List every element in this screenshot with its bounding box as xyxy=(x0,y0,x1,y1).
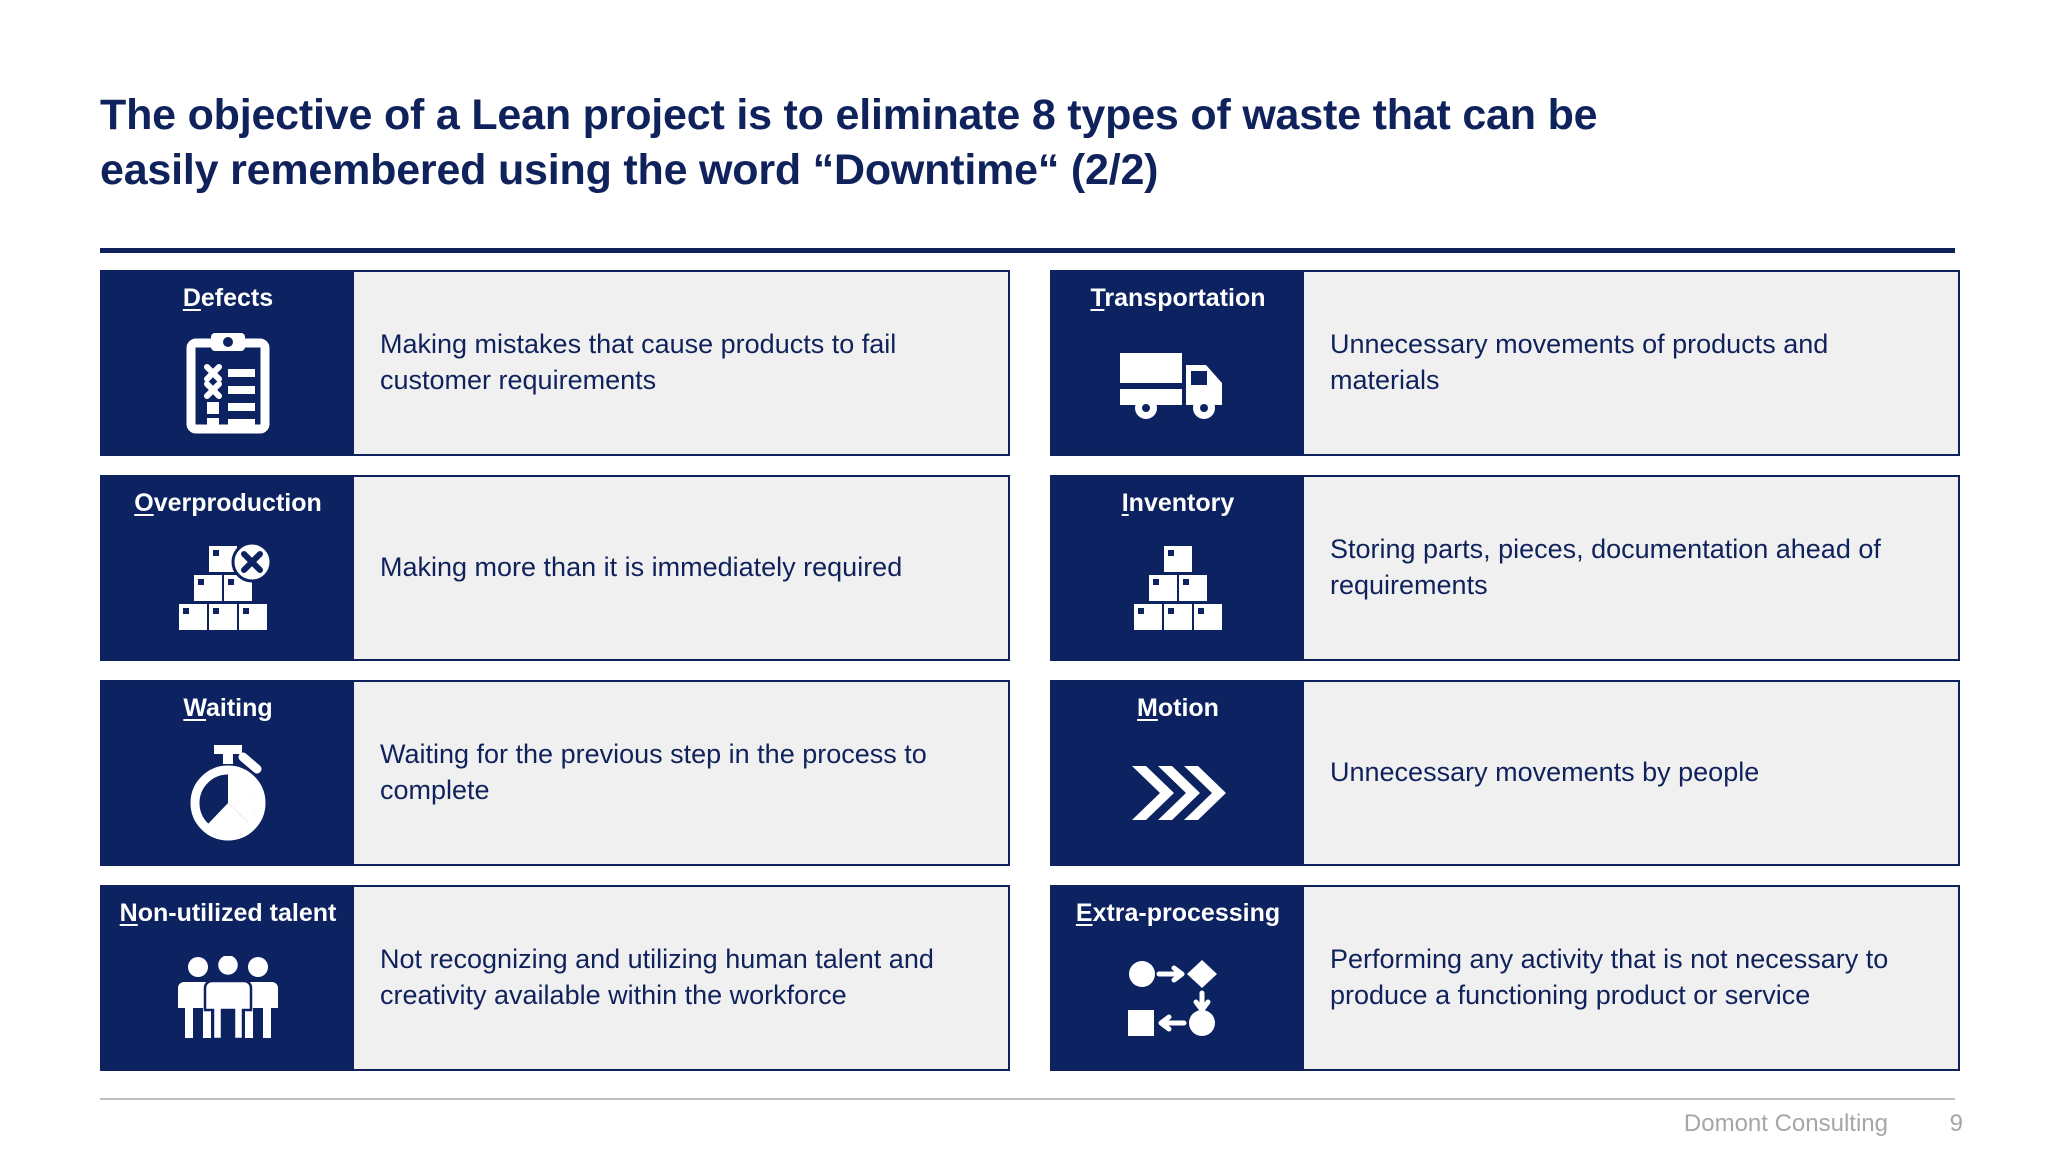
card-title-non-utilized-talent: Non-utilized talent xyxy=(114,899,343,927)
footer-page-number: 9 xyxy=(1949,1110,1963,1137)
card-title-rest: otion xyxy=(1157,694,1219,722)
footer-divider xyxy=(100,1098,1955,1100)
card-description-transportation: Unnecessary movements of products and ma… xyxy=(1304,272,1958,454)
waste-card-grid: Defects xyxy=(100,270,1960,1071)
card-icon-panel: Waiting xyxy=(102,682,354,864)
waste-card-non-utilized-talent[interactable]: Non-utilized talent xyxy=(100,885,1010,1071)
card-title-initial: D xyxy=(182,284,201,312)
clipboard-checklist-icon xyxy=(102,312,354,454)
card-icon-panel: Defects xyxy=(102,272,354,454)
card-description-extra-processing: Performing any activity that is not nece… xyxy=(1304,887,1958,1069)
boxes-stack-with-x-badge-icon xyxy=(102,517,354,659)
card-title-initial: I xyxy=(1121,489,1129,517)
card-description-overproduction: Making more than it is immediately requi… xyxy=(354,477,1008,659)
waste-card-waiting[interactable]: Waiting Waiting for the previous step in… xyxy=(100,680,1010,866)
card-title-initial: N xyxy=(119,899,138,927)
waste-card-inventory[interactable]: Inventory xyxy=(1050,475,1960,661)
card-title-rest: on-utilized talent xyxy=(137,899,337,927)
card-title-rest: xtra-processing xyxy=(1092,899,1281,927)
card-icon-panel: Extra-processing xyxy=(1052,887,1304,1069)
waste-card-overproduction[interactable]: Overproduction xyxy=(100,475,1010,661)
card-title-initial: T xyxy=(1090,284,1105,312)
title-line-1: The objective of a Lean project is to el… xyxy=(100,91,1598,139)
card-title-initial: W xyxy=(183,694,206,722)
card-icon-panel: Transportation xyxy=(1052,272,1304,454)
card-title-rest: verproduction xyxy=(153,489,322,517)
card-title-motion: Motion xyxy=(1131,694,1225,722)
card-title-rest: efects xyxy=(200,284,274,312)
card-title-waiting: Waiting xyxy=(177,694,278,722)
stopwatch-icon xyxy=(102,722,354,864)
card-title-rest: nventory xyxy=(1128,489,1235,517)
waste-card-defects[interactable]: Defects xyxy=(100,270,1010,456)
card-description-non-utilized-talent: Not recognizing and utilizing human tale… xyxy=(354,887,1008,1069)
card-icon-panel: Non-utilized talent xyxy=(102,887,354,1069)
process-flow-diagram-icon xyxy=(1052,927,1304,1069)
card-description-motion: Unnecessary movements by people xyxy=(1304,682,1958,864)
card-icon-panel: Inventory xyxy=(1052,477,1304,659)
card-description-inventory: Storing parts, pieces, documentation ahe… xyxy=(1304,477,1958,659)
card-title-defects: Defects xyxy=(177,284,279,312)
title-divider xyxy=(100,248,1955,253)
card-description-defects: Making mistakes that cause products to f… xyxy=(354,272,1008,454)
card-title-initial: M xyxy=(1137,694,1158,722)
page-title: The objective of a Lean project is to el… xyxy=(100,88,1980,198)
title-line-2: easily remembered using the word “Downti… xyxy=(100,146,1159,195)
card-title-inventory: Inventory xyxy=(1116,489,1241,517)
card-title-initial: E xyxy=(1075,899,1093,927)
card-title-initial: O xyxy=(134,489,154,517)
card-description-waiting: Waiting for the previous step in the pro… xyxy=(354,682,1008,864)
waste-card-transportation[interactable]: Transportation Unnecessary movements of … xyxy=(1050,270,1960,456)
three-people-icon xyxy=(102,927,354,1069)
card-title-extra-processing: Extra-processing xyxy=(1070,899,1286,927)
card-title-rest: aiting xyxy=(206,694,273,722)
waste-card-motion[interactable]: Motion Unnecessary movements by people xyxy=(1050,680,1960,866)
triple-chevron-icon xyxy=(1052,722,1304,864)
waste-card-extra-processing[interactable]: Extra-processing Performing any activity… xyxy=(1050,885,1960,1071)
card-title-rest: ransportation xyxy=(1104,284,1266,312)
card-icon-panel: Overproduction xyxy=(102,477,354,659)
card-title-overproduction: Overproduction xyxy=(128,489,328,517)
delivery-truck-icon xyxy=(1052,312,1304,454)
footer-brand: Domont Consulting xyxy=(1683,1110,1888,1137)
boxes-stack-icon xyxy=(1052,517,1304,659)
card-icon-panel: Motion xyxy=(1052,682,1304,864)
card-title-transportation: Transportation xyxy=(1084,284,1271,312)
